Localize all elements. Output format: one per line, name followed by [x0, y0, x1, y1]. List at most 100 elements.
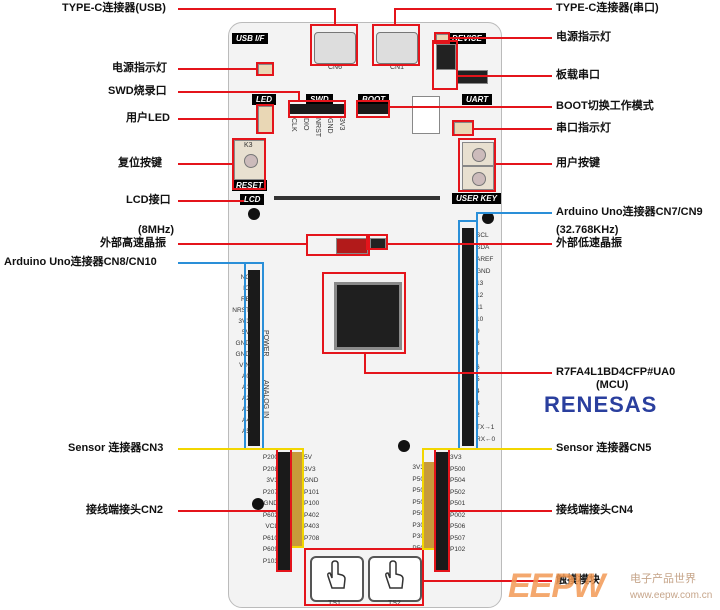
cn4-header-b[interactable]: [436, 452, 448, 570]
serial-chip-2: [456, 70, 488, 84]
cn2-header-a[interactable]: [278, 452, 290, 570]
power-led-left-highlight: [256, 62, 274, 76]
arduino-left-highlight: [244, 262, 264, 450]
usb-type-c-connector: [314, 32, 356, 64]
pin-label: 5V: [304, 454, 312, 461]
leader-line: [456, 75, 552, 77]
sensor-cn3-highlight: [290, 448, 304, 548]
pin-label: P504: [450, 477, 466, 484]
pin-label: GND: [263, 500, 278, 507]
pin-label: A3: [242, 406, 250, 413]
leader-line: [364, 372, 552, 374]
leader-line: [422, 580, 552, 582]
user-key-2[interactable]: [462, 166, 494, 190]
arduino-right-header[interactable]: [462, 228, 474, 446]
lcd-connector-strip: [274, 196, 440, 200]
reset-tag: RESET: [232, 180, 267, 191]
pin-label: A0: [242, 373, 250, 380]
hand-pointer-icon: [385, 560, 404, 589]
mounting-hole: [398, 440, 410, 452]
callout-arduino-cn8: Arduino Uno连接器CN8/CN10: [4, 256, 157, 268]
pin-label: P30: [412, 533, 424, 540]
touch-pad-1[interactable]: [310, 556, 364, 602]
callout-lcd: LCD接口: [126, 194, 171, 206]
cn4-header-a[interactable]: [424, 462, 434, 548]
pin-label: P100: [304, 500, 320, 507]
callout-ls-freq: (32.768KHz): [556, 224, 619, 236]
pin-label: VCL: [265, 523, 278, 530]
analog-in-silk: ANALOG IN: [262, 380, 269, 419]
pin-label: A4: [242, 417, 250, 424]
arduino-right-pin-labels: SCL SDA AREF GND 13 12 11 10 9 8 7 6 5 4…: [476, 230, 500, 446]
callout-mcu: (MCU): [596, 379, 629, 391]
pin-label: GND: [476, 268, 491, 275]
swd-highlight: [288, 100, 346, 118]
pin-label: A5: [242, 428, 250, 435]
pin-label: P50: [412, 487, 424, 494]
leader-line: [178, 200, 244, 202]
pin-label: P506: [450, 523, 466, 530]
pin-label: SDA: [476, 244, 490, 251]
serial-connector-highlight: [372, 24, 420, 66]
pin-label: P50: [412, 475, 424, 483]
leader-line: [178, 262, 246, 264]
leader-line: [448, 37, 552, 39]
swd-tag: SWD: [306, 94, 333, 105]
pin-label: TX→1: [476, 424, 495, 431]
pin-label: 5V: [242, 329, 250, 336]
boot-mode-switch[interactable]: [412, 96, 440, 134]
cn6-label: CN6: [328, 64, 343, 71]
arduino-left-header[interactable]: [248, 270, 260, 446]
callout-ls-xtal: 外部低速晶振: [556, 237, 622, 249]
pin-label: P500: [450, 465, 466, 473]
pin-label: P002: [450, 511, 466, 519]
swd-header[interactable]: [290, 104, 344, 114]
callout-term-cn4: 接线端接头CN4: [556, 504, 634, 516]
touch-highlight: [304, 548, 424, 606]
callout-onboard-serial: 板载串口: [556, 69, 600, 81]
pin-label: IO: [243, 285, 250, 292]
pin-label: P402: [304, 511, 320, 519]
leader-line: [394, 8, 396, 26]
serial-led-highlight: [452, 120, 474, 136]
reset-highlight: [232, 138, 266, 190]
pin-label: 11: [476, 304, 483, 311]
callout-boot-mode: BOOT切换工作模式: [556, 100, 654, 112]
pin-label: P30: [412, 521, 424, 529]
renesas-logo: RENESAS: [544, 392, 658, 417]
leader-line: [178, 448, 292, 450]
callout-swd: SWD烧录口: [108, 85, 167, 97]
pin-label: P708: [304, 534, 320, 542]
pin-label: 7: [476, 352, 480, 359]
callout-user-led: 用户LED: [126, 112, 170, 124]
swd-gnd-label: GND: [326, 118, 333, 134]
callout-term-cn2: 接线端接头CN2: [86, 504, 164, 516]
pin-label: 3: [476, 400, 480, 407]
boot-header[interactable]: [358, 104, 388, 114]
ts1-label: TS1: [328, 600, 341, 607]
serial-type-c-connector: [376, 32, 418, 64]
pin-label: 2: [476, 412, 480, 419]
k3-label: K3: [244, 142, 253, 149]
mounting-hole: [252, 498, 264, 510]
callout-serial-connector: TYPE-C连接器(串口): [556, 2, 659, 14]
eepw-logo: EEPW: [508, 567, 605, 605]
user-key-1[interactable]: [462, 142, 494, 166]
pin-label: P507: [450, 534, 466, 542]
usb-if-tag: USB I/F: [232, 33, 269, 44]
lcd-tag: LCD: [240, 194, 265, 205]
leader-line: [448, 510, 552, 512]
cn2-header-b[interactable]: [292, 452, 302, 548]
leader-line: [178, 68, 258, 70]
callout-power-led-right: 电源指示灯: [556, 31, 611, 43]
uart-tag: UART: [462, 94, 493, 105]
pin-label: GND: [304, 477, 319, 484]
leader-line: [298, 91, 300, 102]
swd-clk-label: CLK: [290, 118, 297, 132]
touch-pad-2[interactable]: [368, 556, 422, 602]
callout-user-key: 用户按键: [556, 157, 600, 169]
leader-line: [472, 128, 552, 130]
callout-sensor-cn3: Sensor 连接器CN3: [68, 442, 164, 454]
reset-button[interactable]: [234, 140, 266, 180]
user-key-highlight: [458, 138, 496, 192]
